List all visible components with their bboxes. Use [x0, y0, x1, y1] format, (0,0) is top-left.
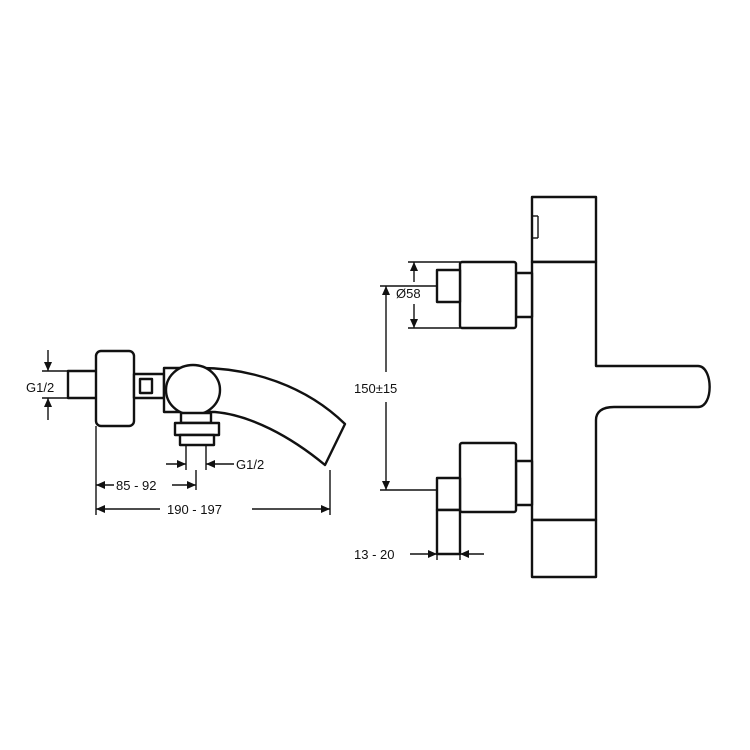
dim-outlet-thread: G1/2 — [166, 457, 264, 472]
handle-diameter-label: Ø58 — [396, 286, 421, 301]
side-mixer-body — [94, 349, 136, 428]
outlet-distance-label: 85 - 92 — [116, 478, 156, 493]
front-bottom-housing — [530, 518, 598, 579]
front-body-column — [530, 260, 711, 522]
side-view — [66, 349, 347, 470]
inlet-centres-label: 150±15 — [354, 381, 397, 396]
front-lower-inlet — [435, 476, 462, 512]
dim-inlet-centres: 150±15 — [354, 285, 437, 491]
side-inlet-stub — [66, 369, 100, 400]
side-inlet-thread-label: G1/2 — [26, 380, 54, 395]
side-outlet-base — [178, 433, 216, 447]
dim-side-inlet-thread: G1/2 — [26, 350, 68, 420]
front-lower-wall-pipe — [435, 508, 462, 556]
front-view — [435, 195, 711, 579]
side-neck-cap — [138, 377, 154, 395]
front-lower-handle — [458, 441, 518, 514]
side-control-knob — [164, 363, 222, 417]
dim-wall-projection: 13 - 20 — [354, 547, 484, 562]
side-outlet-nut — [179, 411, 213, 425]
front-lower-connector — [514, 459, 534, 507]
dim-outlet-distance: 85 - 92 — [95, 426, 197, 515]
front-upper-handle — [458, 260, 518, 330]
dim-handle-diameter: Ø58 — [396, 261, 460, 329]
front-upper-inlet — [435, 268, 462, 304]
front-upper-connector — [514, 271, 534, 319]
outlet-thread-label: G1/2 — [236, 457, 264, 472]
wall-projection-label: 13 - 20 — [354, 547, 394, 562]
dim-overall-depth: 190 - 197 — [96, 470, 331, 517]
overall-depth-label: 190 - 197 — [167, 502, 222, 517]
front-top-housing — [530, 195, 598, 264]
side-outlet-hex — [173, 421, 221, 437]
